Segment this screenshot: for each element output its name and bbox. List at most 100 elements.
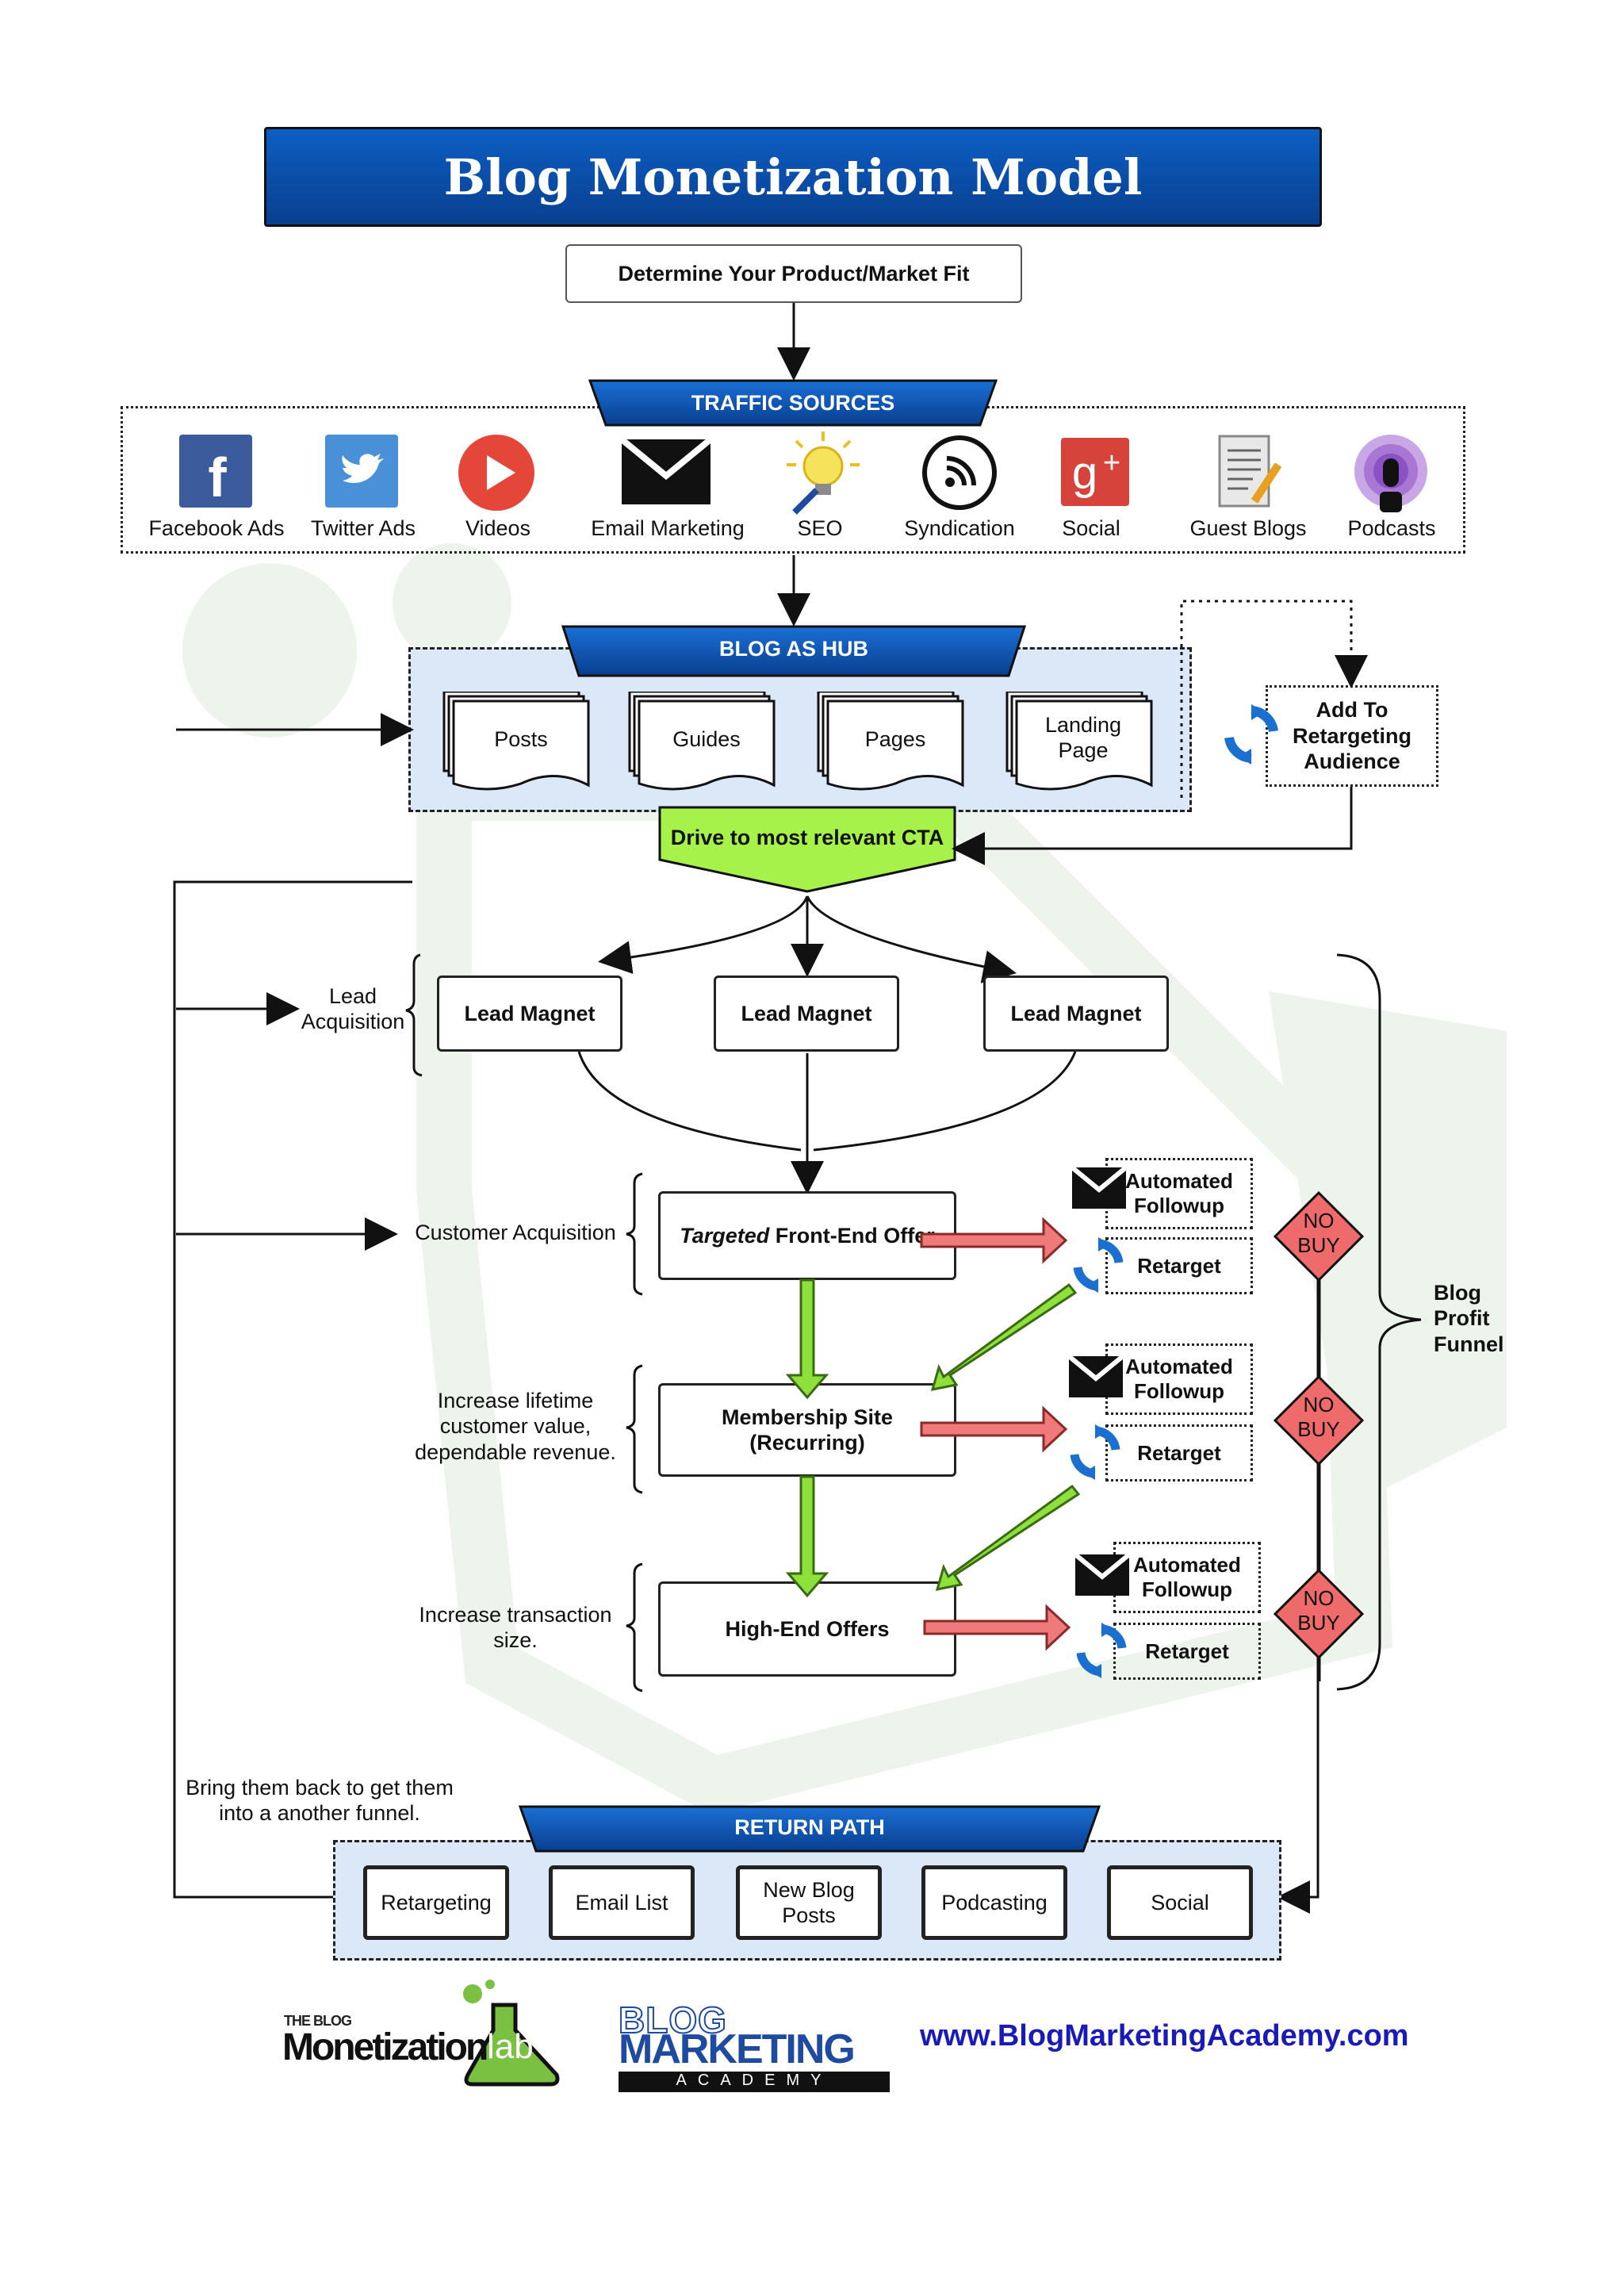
hub-item-pages: Pages bbox=[864, 727, 926, 751]
automated-followup-label: Automated Followup bbox=[1133, 1552, 1241, 1601]
return-item-podcasting: Podcasting bbox=[921, 1865, 1067, 1940]
customer-acquisition-label: Customer Acquisition bbox=[415, 1221, 616, 1244]
front-end-offer-rest: Front-End Offer bbox=[769, 1223, 935, 1248]
no-buy-buy: BUY bbox=[1297, 1611, 1340, 1635]
refresh-icon bbox=[1224, 704, 1278, 765]
return-item-email-list: Email List bbox=[549, 1865, 695, 1940]
title-banner: Blog Monetization Model bbox=[264, 127, 1322, 227]
traffic-label-twitter: Twitter Ads bbox=[310, 516, 416, 540]
return-item-label: Social bbox=[1151, 1890, 1209, 1915]
increase-ltv-label: Increase lifetime customer value, depend… bbox=[415, 1389, 616, 1464]
lead-magnet-box-2: Lead Magnet bbox=[714, 976, 899, 1052]
product-market-fit-label: Determine Your Product/Market Fit bbox=[618, 261, 970, 286]
no-buy-buy: BUY bbox=[1297, 1233, 1340, 1258]
envelope-icon bbox=[1074, 1553, 1131, 1596]
twitter-icon bbox=[325, 435, 398, 508]
automated-followup-label: Automated Followup bbox=[1125, 1354, 1233, 1403]
front-end-offer-label: Targeted Front-End Offer bbox=[680, 1223, 935, 1248]
svg-text:f: f bbox=[208, 447, 227, 508]
return-item-label: New Blog Posts bbox=[763, 1877, 855, 1927]
traffic-label-videos: Videos bbox=[465, 516, 531, 540]
no-buy-no: NO bbox=[1303, 1209, 1335, 1232]
video-play-icon bbox=[458, 435, 534, 511]
automated-followup-box-3: Automated Followup bbox=[1113, 1542, 1261, 1613]
traffic-sources-header-shape bbox=[588, 379, 998, 427]
traffic-label-guest-blogs: Guest Blogs bbox=[1189, 516, 1307, 540]
envelope-icon bbox=[1071, 1166, 1128, 1209]
lead-acquisition-label: Lead Acquisition bbox=[301, 984, 405, 1034]
blog-hub-header-shape bbox=[561, 625, 1027, 677]
return-item-retargeting: Retargeting bbox=[363, 1865, 509, 1940]
svg-text:g: g bbox=[1072, 447, 1097, 499]
return-item-social: Social bbox=[1107, 1865, 1253, 1940]
retarget-box-1: Retarget bbox=[1105, 1237, 1253, 1294]
monetization-lab-logo: THE BLOG Monetization lab bbox=[282, 1978, 568, 2089]
return-item-label: Retargeting bbox=[381, 1890, 492, 1915]
bma-line1: BLOG bbox=[618, 1999, 727, 2041]
blog-marketing-academy-logo: BLOG MARKETING ACADEMY bbox=[618, 1999, 896, 2092]
page-title: Blog Monetization Model bbox=[443, 148, 1143, 206]
increase-transaction-label: Increase transaction size. bbox=[419, 1603, 612, 1653]
retarget-label: Retarget bbox=[1137, 1440, 1221, 1465]
bma-line3-bar bbox=[619, 2072, 890, 2092]
bma-line3: ACADEMY bbox=[676, 2072, 833, 2089]
retarget-label: Retarget bbox=[1145, 1639, 1229, 1663]
bring-back-label: Bring them back to get them into a anoth… bbox=[186, 1776, 454, 1826]
svg-text:+: + bbox=[1103, 447, 1120, 480]
flask-icon bbox=[463, 1980, 560, 2087]
lab-logo-suffix: lab bbox=[487, 2027, 534, 2066]
high-end-offers-label: High-End Offers bbox=[725, 1616, 890, 1641]
envelope-icon bbox=[1067, 1355, 1124, 1397]
refresh-icon bbox=[1076, 1623, 1127, 1678]
return-item-new-blog-posts: New Blog Posts bbox=[736, 1865, 882, 1940]
retarget-label: Retarget bbox=[1137, 1253, 1221, 1278]
traffic-label-syndication: Syndication bbox=[904, 516, 1015, 540]
hub-item-landing-page: Landing Page bbox=[1044, 713, 1122, 763]
blog-hub-header: BLOG AS HUB bbox=[719, 636, 868, 661]
lead-magnet-box-3: Lead Magnet bbox=[983, 976, 1169, 1052]
website-link[interactable]: www.BlogMarketingAcademy.com bbox=[920, 2019, 1409, 2053]
hub-item-guides: Guides bbox=[672, 727, 741, 751]
traffic-label-seo: SEO bbox=[797, 516, 843, 540]
automated-followup-box-2: Automated Followup bbox=[1105, 1343, 1253, 1415]
product-market-fit-box: Determine Your Product/Market Fit bbox=[565, 244, 1022, 303]
return-path-header: RETURN PATH bbox=[734, 1815, 885, 1839]
document-pencil-icon bbox=[1218, 435, 1282, 508]
lightbulb-icon bbox=[787, 431, 860, 515]
no-buy-no: NO bbox=[1303, 1586, 1335, 1610]
front-end-offer-box: Targeted Front-End Offer bbox=[658, 1191, 956, 1280]
return-item-label: Podcasting bbox=[941, 1890, 1048, 1915]
podcast-microphone-icon bbox=[1354, 435, 1427, 512]
return-item-label: Email List bbox=[575, 1890, 668, 1915]
no-buy-no: NO bbox=[1303, 1393, 1335, 1416]
retarget-box-2: Retarget bbox=[1105, 1424, 1253, 1481]
no-buy-buy: BUY bbox=[1297, 1417, 1340, 1442]
no-buy-diamond-3 bbox=[1273, 1568, 1365, 1660]
lead-magnet-label: Lead Magnet bbox=[1010, 1001, 1142, 1025]
traffic-label-facebook: Facebook Ads bbox=[148, 516, 285, 540]
google-plus-icon: g + bbox=[1061, 438, 1129, 506]
refresh-icon bbox=[1073, 1237, 1124, 1293]
lead-magnet-label: Lead Magnet bbox=[464, 1001, 596, 1025]
rss-icon bbox=[922, 435, 997, 510]
membership-site-label: Membership Site (Recurring) bbox=[721, 1405, 894, 1455]
no-buy-diamond-1 bbox=[1273, 1190, 1365, 1282]
no-buy-diamond-2 bbox=[1273, 1374, 1365, 1466]
hub-item-posts: Posts bbox=[494, 727, 548, 751]
traffic-sources-header: TRAFFIC SOURCES bbox=[691, 390, 895, 415]
refresh-icon bbox=[1070, 1424, 1120, 1480]
traffic-label-podcasts: Podcasts bbox=[1347, 516, 1436, 540]
lab-logo-small: THE BLOG bbox=[284, 2013, 352, 2029]
blog-profit-funnel-label: Blog Profit Funnel bbox=[1434, 1281, 1504, 1356]
automated-followup-label: Automated Followup bbox=[1125, 1168, 1233, 1217]
envelope-icon bbox=[620, 438, 712, 504]
hub-documents bbox=[442, 692, 1153, 791]
traffic-label-email: Email Marketing bbox=[591, 516, 745, 540]
return-path-header-shape bbox=[518, 1805, 1101, 1853]
